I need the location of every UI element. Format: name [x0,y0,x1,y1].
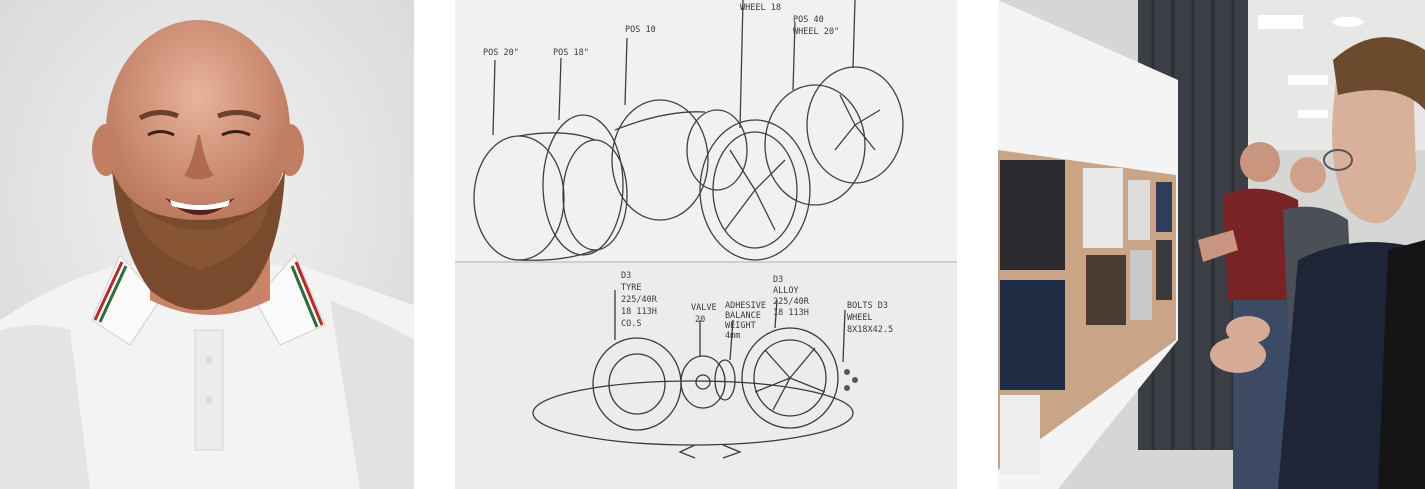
tyre-label-3: 225/40R [621,295,658,305]
balance-label-4: 4mm [725,331,740,341]
label-wheel18: WHEEL 18 [740,3,781,13]
bolts-label-2: WHEEL [847,313,873,323]
review-photo [998,0,1425,489]
tyre-label-1: D3 [621,271,631,281]
balance-label-3: WEIGHT [725,321,756,331]
label-pos40: POS 40 [793,15,824,25]
label-pos18: POS 18" [553,48,589,58]
tyre-label-4: 18 113H [621,307,657,317]
alloy-label-2: ALLOY [773,286,799,296]
bolts-label-3: 8X18X42.5 [847,325,893,335]
label-pos10: POS 10 [625,25,656,35]
label-wheel20: WHEEL 20" [793,27,839,37]
bolts-label-1: BOLTS D3 [847,301,888,311]
alloy-label-1: D3 [773,275,783,285]
tyre-label-2: TYRE [621,283,641,293]
valve-label-1: VALVE [691,303,717,313]
portrait-photo [0,0,414,489]
alloy-label-3: 225/40R [773,297,810,307]
alloy-label-4: 18 113H [773,308,809,318]
label-pos20: POS 20" [483,48,519,58]
sketch-photo: POS 20" POS 18" POS 10 WHEEL 18 POS 40 W… [455,0,957,489]
balance-label-2: BALANCE [725,311,761,321]
valve-label-2: 20 [695,315,705,325]
tyre-label-5: CO.S [621,319,641,329]
balance-label-1: ADHESIVE [725,301,766,311]
